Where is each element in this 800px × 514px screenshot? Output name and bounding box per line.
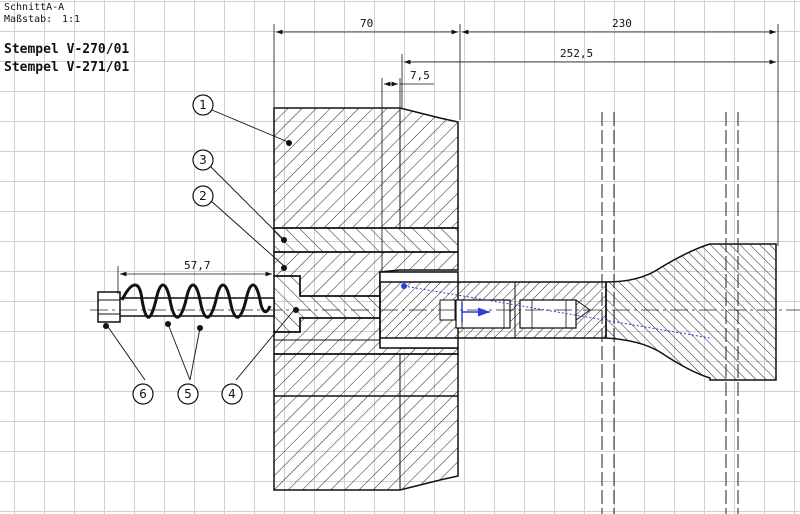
dimension-230-text: 230 bbox=[612, 17, 632, 30]
scale-label: Maßstab: bbox=[4, 14, 53, 25]
leader-dots bbox=[103, 140, 299, 331]
dimension-70-text: 70 bbox=[360, 17, 373, 30]
blue-annotation bbox=[401, 283, 711, 339]
balloon-2: 2 bbox=[192, 185, 214, 207]
scale-value: 1:1 bbox=[62, 14, 81, 25]
dimension-7-5: 7,5 bbox=[381, 69, 434, 272]
dimension-230: 230 bbox=[462, 17, 779, 246]
balloon-3: 3 bbox=[192, 149, 214, 171]
part-1-block-upper bbox=[273, 107, 459, 229]
balloon-1-text: 1 bbox=[199, 98, 207, 112]
title-line-2: Stempel V-271/01 bbox=[4, 60, 130, 75]
dimension-7-5-text: 7,5 bbox=[410, 69, 430, 82]
dimension-57-7-text: 57,7 bbox=[184, 259, 211, 272]
dimension-252-5-text: 252,5 bbox=[560, 47, 593, 60]
dimension-70: 70 bbox=[273, 17, 461, 120]
balloon-1: 1 bbox=[192, 94, 214, 116]
balloon-5: 5 bbox=[177, 383, 199, 405]
title-line-1: Stempel V-270/01 bbox=[4, 42, 130, 57]
dimension-252-5: 252,5 bbox=[401, 47, 776, 108]
balloon-5-text: 5 bbox=[184, 387, 192, 401]
section-label: SchnittA-A bbox=[4, 2, 65, 13]
spring bbox=[120, 283, 272, 319]
section-lines bbox=[601, 112, 739, 514]
punch-stamp bbox=[605, 243, 777, 381]
part-3-plate bbox=[273, 227, 459, 253]
balloon-4-text: 4 bbox=[228, 387, 236, 401]
balloon-6-text: 6 bbox=[139, 387, 147, 401]
dimension-57-7: 57,7 bbox=[117, 259, 272, 294]
balloon-4: 4 bbox=[221, 383, 243, 405]
balloon-3-text: 3 bbox=[199, 153, 207, 167]
leader-lines bbox=[105, 109, 295, 381]
part-1-block-lower bbox=[273, 353, 459, 491]
balloon-6: 6 bbox=[132, 383, 154, 405]
balloon-2-text: 2 bbox=[199, 189, 207, 203]
